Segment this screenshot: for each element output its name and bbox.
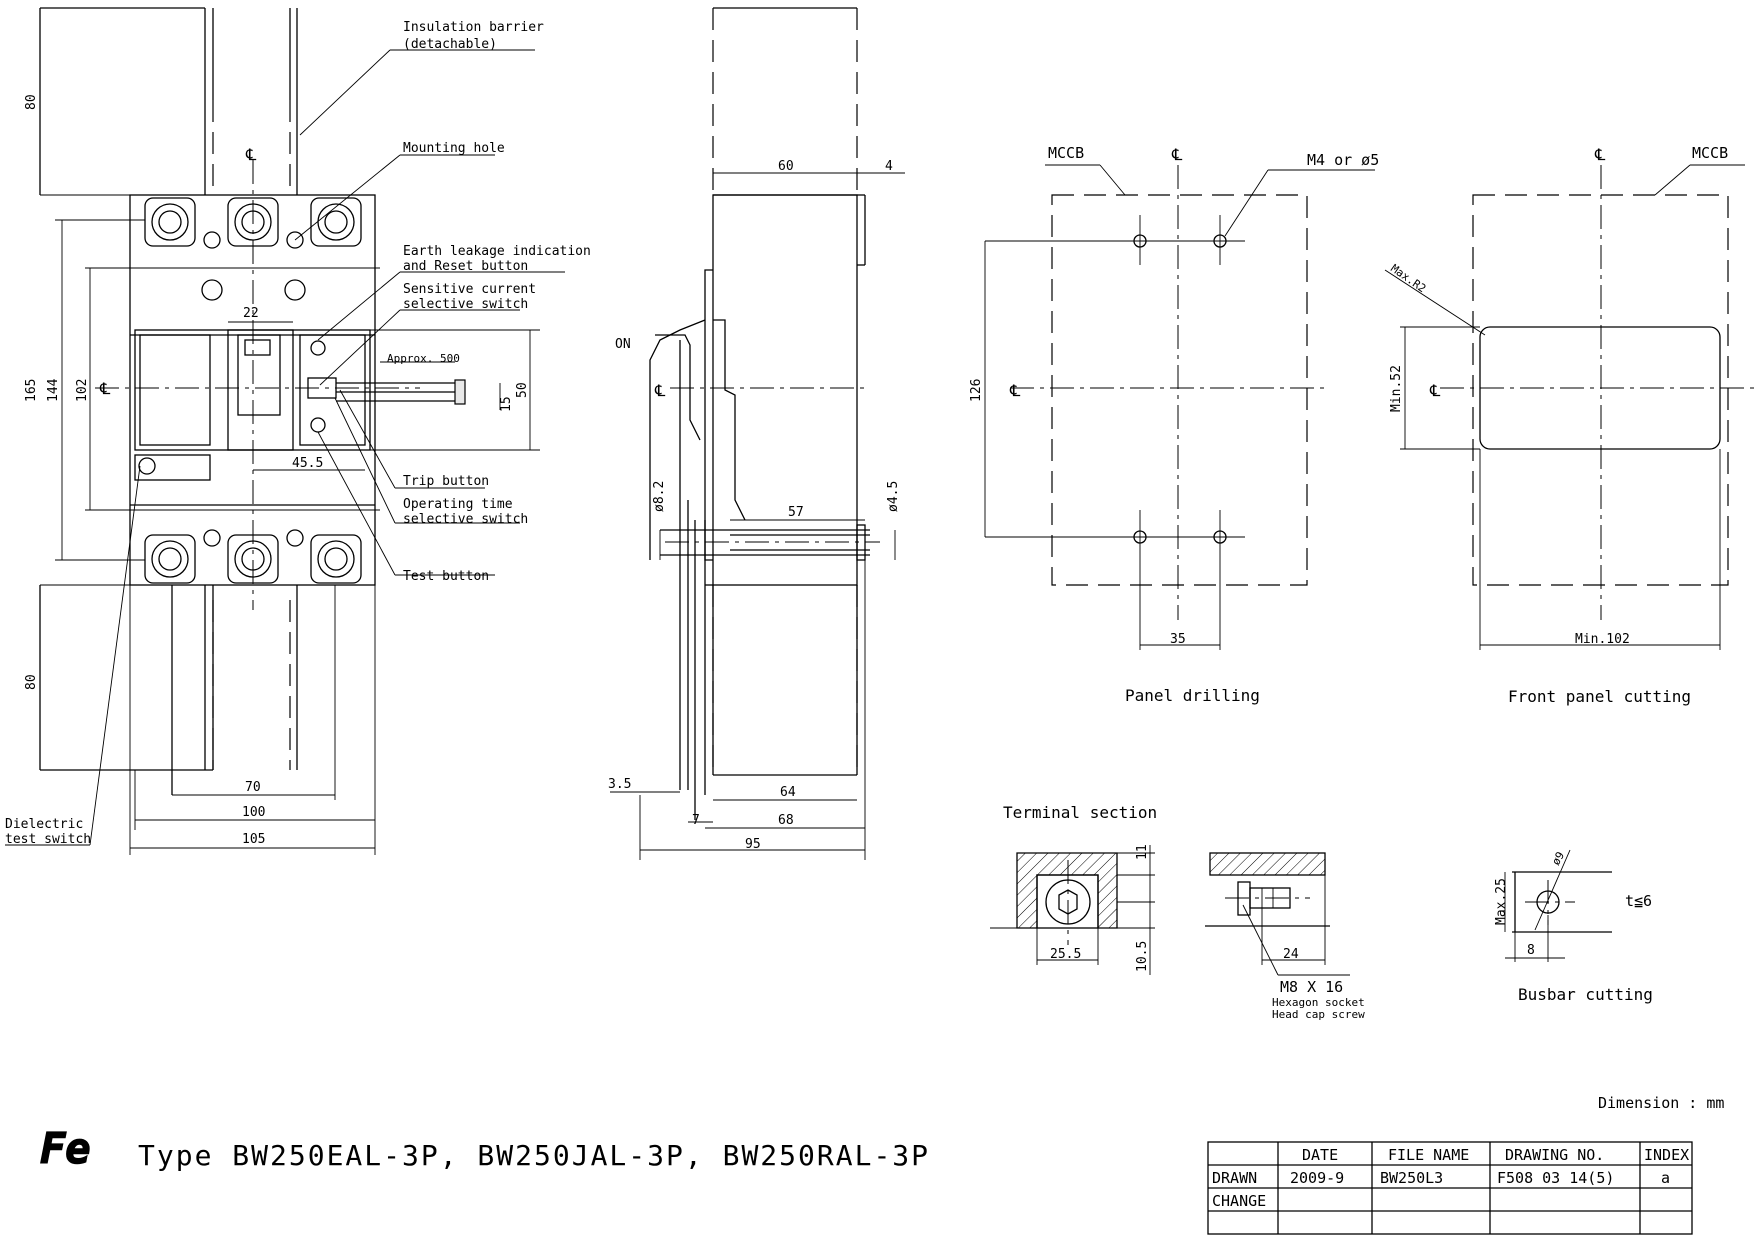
- label-dielectric-sub: test switch: [5, 832, 91, 847]
- terminal-dim-25-5: 25.5: [1050, 947, 1081, 962]
- front-view: Insulation barrier (detachable) Mounting…: [5, 7, 591, 855]
- busbar-cutting-view: Max.25 ø9 8 t≦6 Busbar cutting: [1494, 850, 1653, 1004]
- front-panel-cutting-title: Front panel cutting: [1508, 687, 1691, 706]
- terminal-section-view: Terminal section 11 25.5 10.5 24 M8 X 16…: [990, 803, 1365, 1021]
- footer: Dimension : mm Fe Type BW250EAL-3P, BW25…: [39, 1094, 1724, 1235]
- cut-centerline-mark: ℄: [1594, 145, 1606, 164]
- panel-drilling-view: MCCB ℄ ℄ M4 or ø5 126 35 Panel drilling: [969, 144, 1379, 705]
- side-view: ON ℄ 60 4 ø8.2 ø4.5 57 3.5 64 7 68 95: [608, 7, 905, 860]
- units-label: Dimension : mm: [1598, 1094, 1724, 1112]
- dim-7: 7: [692, 813, 700, 828]
- dim-15: 15: [499, 396, 514, 412]
- dim-102: 102: [75, 379, 90, 402]
- terminal-screw-label: M8 X 16: [1280, 978, 1343, 996]
- table-header-date: DATE: [1302, 1146, 1338, 1164]
- table-cell-drawn: DRAWN: [1212, 1169, 1257, 1187]
- table-cell-date: 2009-9: [1290, 1169, 1344, 1187]
- dim-4: 4: [885, 159, 893, 174]
- table-header-index: INDEX: [1644, 1146, 1689, 1164]
- cut-mccb-label: MCCB: [1692, 144, 1728, 162]
- terminal-screw-sub2: Head cap screw: [1272, 1008, 1365, 1021]
- table-cell-drawing-no: F508 03 14(5): [1497, 1169, 1614, 1187]
- label-trip-button: Trip button: [403, 474, 489, 489]
- dim-70: 70: [245, 780, 261, 795]
- terminal-screw-sub1: Hexagon socket: [1272, 996, 1365, 1009]
- cut-radius-label: Max.R2: [1388, 262, 1428, 295]
- label-operating-time: Operating time: [403, 497, 513, 512]
- label-mounting-hole: Mounting hole: [403, 141, 505, 156]
- dim-100: 100: [242, 805, 265, 820]
- drill-centerline-mark-h: ℄: [1009, 381, 1021, 400]
- side-on-label: ON: [615, 337, 631, 352]
- dim-bottom-80: 80: [24, 674, 39, 690]
- type-title: Type BW250EAL-3P, BW250JAL-3P, BW250RAL-…: [138, 1139, 930, 1172]
- dim-50: 50: [515, 382, 530, 398]
- drill-mccb-label: MCCB: [1048, 144, 1084, 162]
- busbar-thickness: t≦6: [1625, 892, 1652, 910]
- fuji-logo: Fe: [40, 1124, 91, 1173]
- dim-22: 22: [243, 306, 259, 321]
- label-sensitive-current-sub: selective switch: [403, 297, 528, 312]
- cut-centerline-mark-h: ℄: [1429, 381, 1441, 400]
- terminal-dim-11: 11: [1135, 844, 1150, 860]
- dim-68: 68: [778, 813, 794, 828]
- cut-dim-min102: Min.102: [1575, 632, 1630, 647]
- cut-dim-min52: Min.52: [1389, 365, 1404, 412]
- panel-drilling-title: Panel drilling: [1125, 686, 1260, 705]
- front-centerline-mark: ℄: [99, 379, 111, 398]
- busbar-cutting-title: Busbar cutting: [1518, 985, 1653, 1004]
- dim-64: 64: [780, 785, 796, 800]
- label-insulation-barrier: Insulation barrier: [403, 20, 544, 35]
- front-panel-cutting-view: MCCB ℄ ℄ Max.R2 Min.52 Min.102 Front pan…: [1384, 144, 1755, 706]
- label-insulation-barrier-sub: (detachable): [403, 37, 497, 52]
- busbar-dim-d9: ø9: [1549, 850, 1567, 868]
- dim-top-80: 80: [24, 94, 39, 110]
- table-cell-change: CHANGE: [1212, 1192, 1266, 1210]
- drill-dim-126: 126: [969, 379, 984, 402]
- label-approx-length: Approx. 500: [387, 352, 460, 365]
- dim-60: 60: [778, 159, 794, 174]
- dim-3-5: 3.5: [608, 777, 631, 792]
- dim-d8-2: ø8.2: [652, 481, 667, 512]
- drill-dim-35: 35: [1170, 632, 1186, 647]
- dim-165: 165: [24, 379, 39, 402]
- dim-57: 57: [788, 505, 804, 520]
- label-earth-leakage: Earth leakage indication: [403, 244, 591, 259]
- label-dielectric: Dielectric: [5, 817, 83, 832]
- table-cell-file-name: BW250L3: [1380, 1169, 1443, 1187]
- table-header-drawing-no: DRAWING NO.: [1505, 1146, 1604, 1164]
- drill-hole-label: M4 or ø5: [1307, 151, 1379, 169]
- dim-144: 144: [46, 378, 61, 402]
- dim-d4-5: ø4.5: [886, 481, 901, 512]
- busbar-dim-max25: Max.25: [1494, 878, 1509, 925]
- dim-95: 95: [745, 837, 761, 852]
- terminal-section-title: Terminal section: [1003, 803, 1157, 822]
- terminal-dim-24: 24: [1283, 947, 1299, 962]
- front-centerline-mark-top: ℄: [245, 145, 257, 164]
- busbar-dim-8: 8: [1527, 943, 1535, 958]
- table-header-file-name: FILE NAME: [1388, 1146, 1469, 1164]
- label-earth-leakage-sub: and Reset button: [403, 259, 528, 274]
- drill-centerline-mark: ℄: [1171, 145, 1183, 164]
- dim-45-5: 45.5: [292, 456, 323, 471]
- label-operating-time-sub: selective switch: [403, 512, 528, 527]
- table-cell-index: a: [1661, 1169, 1670, 1187]
- label-test-button: Test button: [403, 569, 489, 584]
- dim-105: 105: [242, 832, 265, 847]
- side-centerline-mark: ℄: [654, 381, 666, 400]
- label-sensitive-current: Sensitive current: [403, 282, 536, 297]
- terminal-dim-10-5: 10.5: [1135, 941, 1150, 972]
